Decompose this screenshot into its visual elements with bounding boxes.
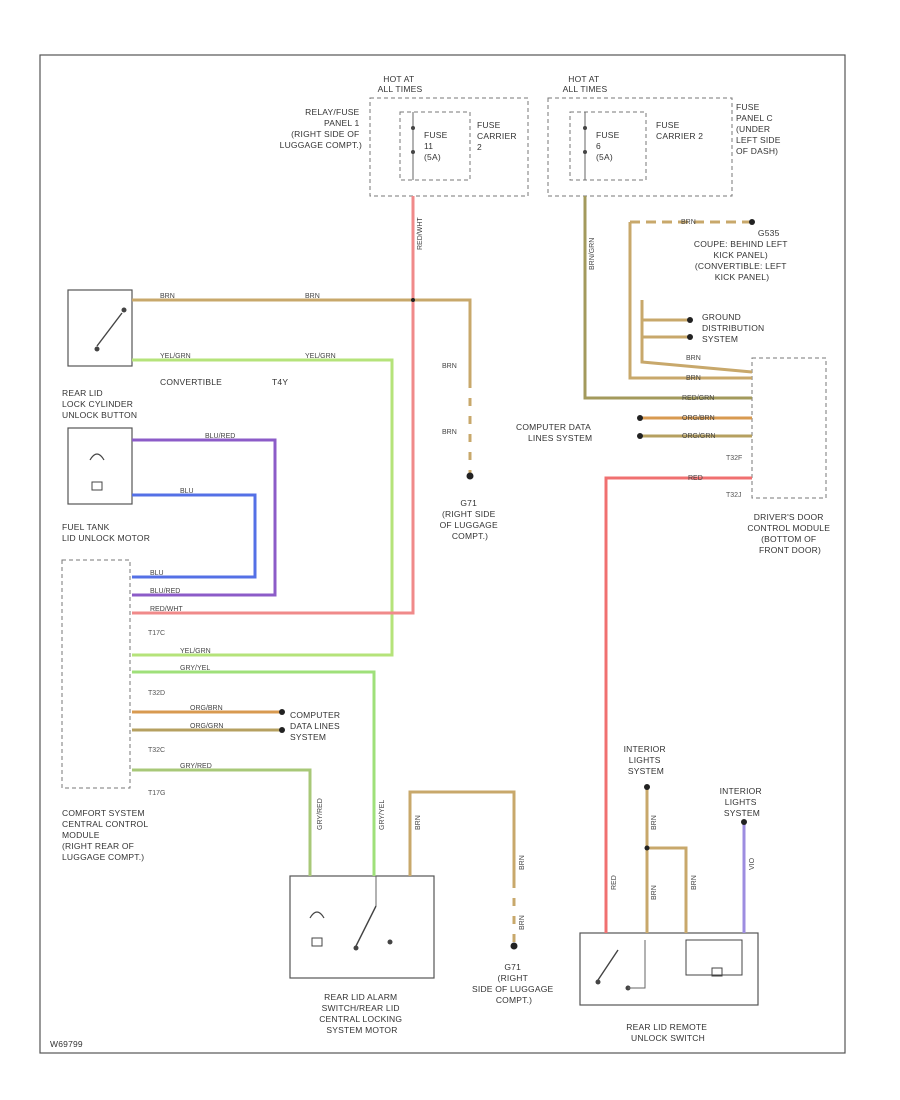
g71-right-label: G71 (RIGHT SIDE OF LUGGAGE COMPT.) — [440, 498, 501, 541]
hot-at-all-times-left: HOT AT ALL TIMES — [378, 74, 423, 94]
wire-brn-grn-right — [583, 196, 752, 400]
wire-label-org-brn-2: ORG/BRN — [682, 415, 715, 422]
rear-lid-remote-switch — [579, 932, 759, 1006]
wire-label-brn-3: BRN — [442, 363, 457, 370]
fuse-box-right — [547, 97, 733, 197]
convertible-label: CONVERTIBLE — [160, 377, 222, 387]
rear-lid-alarm-label: REAR LID ALARM SWITCH/REAR LID CENTRAL L… — [319, 992, 405, 1035]
wire-label-org-grn-2: ORG/GRN — [682, 433, 715, 440]
wire-label-red-wht-v: RED/WHT — [417, 217, 424, 250]
rear-lid-lock-switch — [67, 289, 133, 367]
rear-lid-alarm-switch — [289, 875, 435, 979]
wire-label-brn-11: BRN — [651, 815, 658, 830]
computer-data-lines-label-1: COMPUTER DATA LINES SYSTEM — [516, 422, 593, 443]
wire-label-red-2: RED — [611, 875, 618, 890]
fuel-tank-lid-motor-label: FUEL TANK LID UNLOCK MOTOR — [62, 522, 150, 543]
interior-lights-label-1: INTERIOR LIGHTS SYSTEM — [624, 744, 669, 776]
wire-label-yel-grn-3: YEL/GRN — [180, 648, 211, 655]
t17c-label: T17C — [148, 630, 165, 637]
wire-brn-remote-2 — [647, 846, 688, 933]
t32d-label: T32D — [148, 690, 165, 697]
t4y-label: T4Y — [272, 377, 288, 387]
ground-distribution-label: GROUND DISTRIBUTION SYSTEM — [702, 312, 767, 344]
terminal-dots — [279, 219, 755, 950]
wire-label-red: RED — [688, 475, 703, 482]
wire-label-brn-9: BRN — [519, 855, 526, 870]
hot-at-all-times-right: HOT AT ALL TIMES — [563, 74, 608, 94]
t32c-label: T32C — [148, 747, 165, 754]
computer-data-lines-label-2: COMPUTER DATA LINES SYSTEM — [290, 710, 343, 742]
fuse-panel-c-label: FUSE PANEL C (UNDER LEFT SIDE OF DASH) — [736, 102, 783, 156]
wire-label-red-wht: RED/WHT — [150, 606, 183, 613]
wire-label-gry-red: GRY/RED — [180, 763, 212, 770]
wire-label-brn-13: BRN — [691, 875, 698, 890]
wire-label-org-grn-1: ORG/GRN — [190, 723, 223, 730]
driver-door-module-box — [751, 357, 827, 499]
rear-lid-remote-label: REAR LID REMOTE UNLOCK SWITCH — [626, 1022, 710, 1043]
fuel-tank-lid-motor — [67, 427, 133, 505]
wire-label-org-brn-1: ORG/BRN — [190, 705, 223, 712]
wire-label-brn-5: BRN — [681, 219, 696, 226]
wire-label-yel-grn-1: YEL/GRN — [160, 353, 191, 360]
wire-label-blu-red-1: BLU/RED — [205, 433, 235, 440]
fuse-6-label: FUSE 6 (5A) — [596, 130, 622, 162]
fuse-11-label: FUSE 11 (5A) — [424, 130, 450, 162]
wire-brn-bundle — [628, 222, 752, 380]
comfort-module-box — [61, 559, 131, 789]
wire-red — [604, 476, 752, 933]
t32j-label: T32J — [726, 492, 742, 499]
diagram-frame — [39, 54, 846, 1054]
wire-label-brn-2: BRN — [305, 293, 320, 300]
wire-blu — [132, 493, 257, 579]
driver-door-module-label: DRIVER'S DOOR CONTROL MODULE (BOTTOM OF … — [747, 512, 832, 555]
wire-label-brn-10: BRN — [519, 915, 526, 930]
wire-label-blu-red-2: BLU/RED — [150, 588, 180, 595]
wire-label-brn-12: BRN — [651, 885, 658, 900]
t32f-label: T32F — [726, 455, 742, 462]
wire-label-brn-6: BRN — [686, 355, 701, 362]
wire-brn-lock — [132, 298, 472, 380]
wire-gry-yel — [132, 670, 376, 876]
wire-label-brn-7: BRN — [686, 375, 701, 382]
wire-label-vio: VIO — [749, 857, 756, 870]
interior-lights-label-2: INTERIOR LIGHTS SYSTEM — [720, 786, 765, 818]
wire-label-blu-2: BLU — [150, 570, 164, 577]
figure-id: W69799 — [50, 1039, 83, 1049]
wire-yel-grn — [132, 358, 394, 657]
wire-label-yel-grn-2: YEL/GRN — [305, 353, 336, 360]
wire-label-gry-red-v: GRY/RED — [317, 798, 324, 830]
wire-label-gry-yel-v: GRY/YEL — [379, 800, 386, 830]
wire-brn-alarm — [408, 790, 516, 880]
rear-lid-lock-label: REAR LID LOCK CYLINDER UNLOCK BUTTON — [62, 388, 137, 420]
wire-label-brn-grn-v: BRN/GRN — [589, 238, 596, 270]
t17g-label: T17G — [148, 790, 166, 797]
wire-label-red-grn: RED/GRN — [682, 395, 714, 402]
comfort-system-label: COMFORT SYSTEM CENTRAL CONTROL MODULE (R… — [62, 808, 151, 862]
wire-red-wht — [132, 196, 415, 615]
relay-fuse-panel-label: RELAY/FUSE PANEL 1 (RIGHT SIDE OF LUGGAG… — [280, 107, 362, 150]
fuse-carrier-2-right-label: FUSE CARRIER 2 — [656, 120, 703, 141]
fuse-carrier-2-left-label: FUSE CARRIER 2 — [477, 120, 519, 152]
wire-label-blu-1: BLU — [180, 488, 194, 495]
wire-blu-red — [132, 438, 277, 597]
g535-label: G535 COUPE: BEHIND LEFT KICK PANEL) (CON… — [694, 228, 790, 282]
g71-bottom-label: G71 (RIGHT SIDE OF LUGGAGE COMPT.) — [472, 962, 556, 1005]
wire-label-gry-yel: GRY/YEL — [180, 665, 210, 672]
wire-gry-red — [132, 768, 312, 876]
wire-label-brn-8: BRN — [415, 815, 422, 830]
wire-label-brn-4: BRN — [442, 429, 457, 436]
wire-label-brn-1: BRN — [160, 293, 175, 300]
fuse-box-left — [369, 97, 529, 197]
